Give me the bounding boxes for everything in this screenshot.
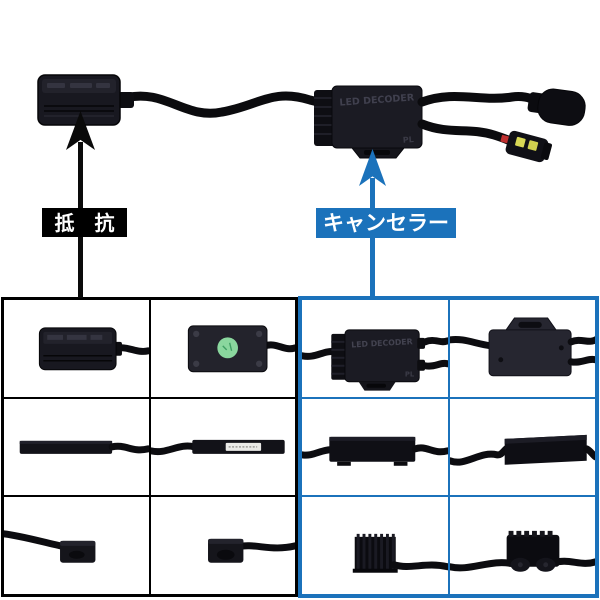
decoder-heatsink-end-photo [302,497,448,594]
decoder-front-photo: LED DECODER PL [302,300,448,397]
decoder-side-view-photo [302,398,448,496]
canceller-label: キャンセラー [316,208,456,238]
decoder-emboss-text: LED DECODER [339,92,415,108]
decoder-pl-mark: PL [405,371,415,379]
green-sticker [216,337,238,359]
oval-connector [527,88,586,126]
cable [120,91,335,118]
resistor-side-view-photo [4,398,149,496]
decoder-side-view-2-photo [449,398,595,496]
decoder-connectors-end-photo [449,497,595,594]
resistor-end-cable-right-photo [150,497,295,594]
canceller-arrow-shaft [370,178,375,298]
decoder-emboss-text: LED DECODER [351,337,413,349]
resistor-back-sticker-photo [150,300,295,397]
harness-photo: LED DECODER PL [37,74,586,163]
resistor-box-photo [37,74,134,126]
canceller-views-grid: LED DECODER PL [298,296,599,598]
decoder-back-bracket-photo [449,300,595,397]
resistor-end-cable-left-photo [4,497,149,594]
decoder-pl-mark: PL [403,135,415,145]
resistor-side-label-photo [150,398,295,496]
decoder-box-photo: LED DECODER PL [314,85,423,159]
resistor-views-grid [1,297,298,597]
resistor-label: 抵 抗 [42,208,127,237]
plug-connector [500,130,552,163]
resistor-top-view-photo [4,300,149,397]
cable [417,91,547,107]
